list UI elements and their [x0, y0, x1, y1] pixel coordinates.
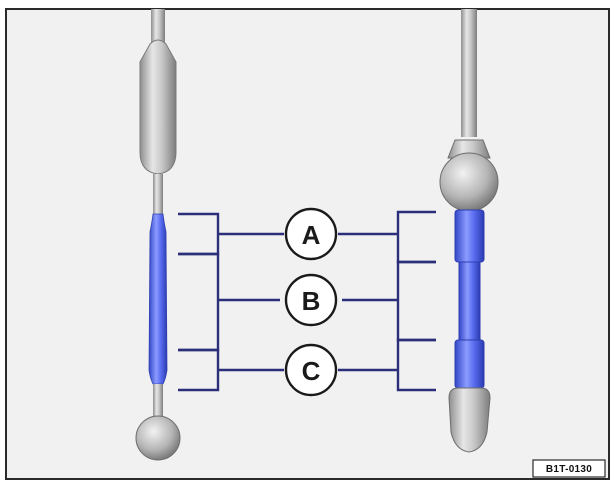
left-brackets — [178, 212, 284, 392]
right-dipstick-marker-upper — [454, 209, 485, 263]
callout-a: A — [284, 207, 338, 261]
right-dipstick-top-rod — [461, 9, 477, 137]
left-dipstick-tip-ball — [135, 415, 181, 461]
right-dipstick — [439, 9, 499, 453]
right-dipstick-tip — [448, 387, 491, 453]
reference-code-border — [532, 459, 606, 478]
callout-b-label: B — [302, 286, 321, 316]
right-dipstick-ball — [439, 152, 499, 212]
right-dipstick-marker-middle — [458, 261, 481, 341]
callout-c-circle — [284, 343, 338, 397]
callout-c: C — [284, 343, 338, 397]
left-dipstick-handle — [139, 39, 177, 175]
left-dipstick-shaft-lower — [153, 384, 163, 418]
right-brackets — [338, 210, 436, 392]
left-dipstick-shaft-upper — [153, 174, 163, 214]
left-dipstick — [135, 9, 181, 461]
callout-a-circle — [284, 207, 338, 261]
callout-a-label: A — [302, 220, 321, 250]
callout-b-circle — [284, 273, 338, 327]
left-dipstick-top-rod — [151, 9, 165, 47]
right-dipstick-clip — [447, 139, 491, 159]
bracket-left-c — [178, 348, 284, 392]
bracket-right-c — [338, 338, 436, 392]
reference-code-box: B1T-0130 — [532, 459, 606, 478]
left-dipstick-fluid-zone — [148, 213, 168, 385]
reference-code: B1T-0130 — [546, 464, 592, 475]
right-dipstick-marker-lower — [454, 339, 485, 389]
callout-c-label: C — [302, 356, 321, 386]
callout-b: B — [284, 273, 338, 327]
